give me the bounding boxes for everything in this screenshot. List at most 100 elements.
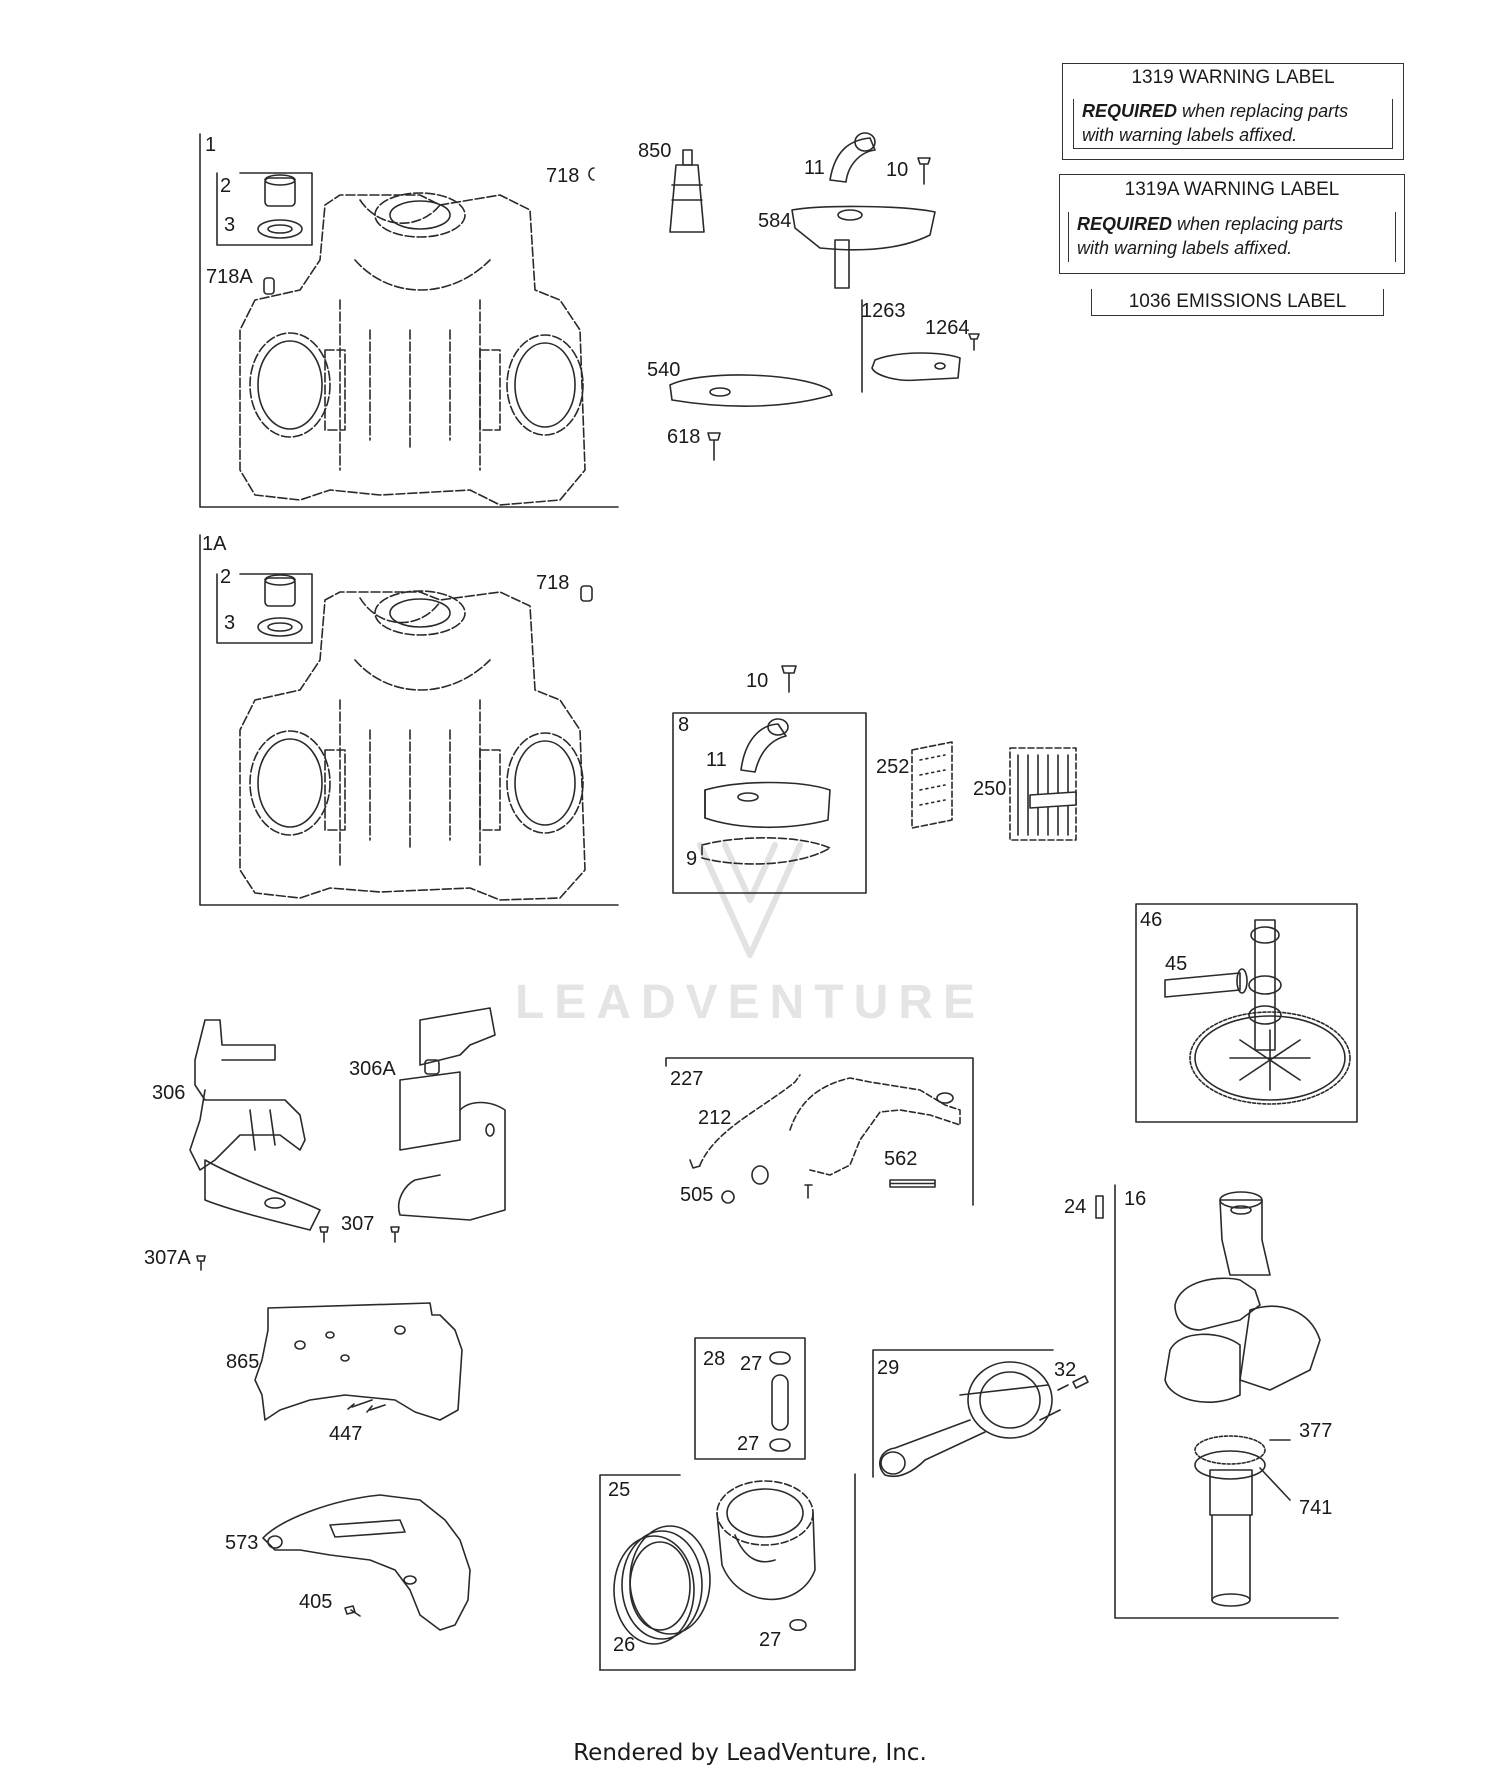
screw-1264-icon xyxy=(968,333,980,351)
label-part-227: 227 xyxy=(670,1068,704,1090)
label-part-306: 306 xyxy=(152,1082,186,1104)
warning-label-1319a-line1: when replacing parts xyxy=(1172,214,1344,234)
retaining-ring-27-icon xyxy=(789,1618,807,1632)
label-part-10: 10 xyxy=(886,159,909,181)
screw-32-icon xyxy=(1057,1375,1089,1391)
screw-307a-icon xyxy=(196,1255,206,1271)
label-part-377: 377 xyxy=(1299,1420,1333,1442)
key-24-icon xyxy=(1095,1195,1104,1219)
piston-pin-icon xyxy=(769,1351,791,1452)
warning-label-1319-title: 1319 WARNING LABEL xyxy=(1131,67,1335,88)
screw-447-icon xyxy=(347,1399,386,1413)
piston-rings-icon xyxy=(613,1525,711,1645)
cylinder-block-1-group xyxy=(199,133,619,508)
label-part-3: 3 xyxy=(224,214,236,236)
label-part-10b: 10 xyxy=(746,670,769,692)
label-part-1264: 1264 xyxy=(925,317,970,339)
label-part-741: 741 xyxy=(1299,1497,1333,1519)
label-part-618: 618 xyxy=(667,426,701,448)
label-part-24: 24 xyxy=(1064,1196,1087,1218)
bracket-1263-icon xyxy=(871,352,961,382)
label-part-447: 447 xyxy=(329,1423,363,1445)
label-part-2: 2 xyxy=(220,175,232,197)
label-part-718: 718 xyxy=(546,165,580,187)
warning-label-1319-box: 1319 WARNING LABEL REQUIRED when replaci… xyxy=(1062,63,1404,160)
label-part-306a: 306A xyxy=(349,1058,396,1080)
label-part-718a: 718A xyxy=(206,266,253,288)
watermark-text: LEADVENTURE xyxy=(514,976,986,1029)
label-part-505: 505 xyxy=(680,1184,714,1206)
connecting-rod-icon xyxy=(879,1361,1061,1478)
screw-icon xyxy=(917,157,931,185)
warning-label-1319a-title: 1319A WARNING LABEL xyxy=(1124,179,1340,200)
camshaft-gear-icon xyxy=(1164,919,1351,1105)
label-part-307: 307 xyxy=(341,1213,375,1235)
label-part-562: 562 xyxy=(884,1148,918,1170)
label-part-573: 573 xyxy=(225,1532,259,1554)
cylinder-baffle-306a-icon xyxy=(397,1007,506,1221)
warning-label-1319a-text: REQUIRED when replacing parts with warni… xyxy=(1068,212,1396,262)
screw-405-icon xyxy=(344,1605,361,1617)
governor-linkage-icon xyxy=(689,1074,961,1204)
cylinder-block-1-icon xyxy=(239,192,586,506)
screw-10b-icon xyxy=(781,665,797,693)
label-part-2b: 2 xyxy=(220,566,232,588)
label-part-1a: 1A xyxy=(202,533,227,555)
label-part-27a: 27 xyxy=(740,1353,763,1375)
cylinder-baffle-306-icon xyxy=(189,1019,321,1231)
label-part-865: 865 xyxy=(226,1351,260,1373)
label-part-212: 212 xyxy=(698,1107,732,1129)
screw-307b-icon xyxy=(390,1226,400,1243)
breather-tube-icon xyxy=(829,132,876,183)
label-part-252: 252 xyxy=(876,756,910,778)
crankshaft-icon xyxy=(1164,1191,1321,1607)
cylinder-baffle-573-icon xyxy=(262,1494,471,1631)
label-part-27b: 27 xyxy=(737,1433,760,1455)
breather-filter-250-icon xyxy=(1009,747,1077,841)
label-part-540: 540 xyxy=(647,359,681,381)
label-part-718b: 718 xyxy=(536,572,570,594)
screw-618-icon xyxy=(707,432,721,461)
emissions-label: 1036 EMISSIONS LABEL xyxy=(1091,289,1384,316)
label-part-584: 584 xyxy=(758,210,792,232)
screw-307-icon xyxy=(319,1226,329,1243)
cylinder-block-1a-group xyxy=(199,534,619,906)
label-part-29: 29 xyxy=(877,1357,900,1379)
warning-label-1319a-line2: with warning labels affixed. xyxy=(1077,238,1293,258)
label-part-11: 11 xyxy=(804,157,825,179)
breather-assembly-icon xyxy=(701,718,831,865)
label-part-45: 45 xyxy=(1165,953,1188,975)
warning-label-1319a-required: REQUIRED xyxy=(1077,214,1173,234)
label-part-26: 26 xyxy=(613,1634,636,1656)
label-part-8: 8 xyxy=(678,714,690,736)
breather-cover-icon xyxy=(791,205,936,289)
label-part-3b: 3 xyxy=(224,612,236,634)
warning-label-1319-text: REQUIRED when replacing parts with warni… xyxy=(1073,99,1393,149)
label-part-11b: 11 xyxy=(706,749,727,771)
label-part-25: 25 xyxy=(608,1479,631,1501)
footer-credit: Rendered by LeadVenture, Inc. xyxy=(573,1740,927,1766)
breather-filter-252-icon xyxy=(911,741,953,829)
label-part-850: 850 xyxy=(638,140,672,162)
warning-label-1319-line2: with warning labels affixed. xyxy=(1082,125,1298,145)
breather-gasket-icon xyxy=(669,374,833,407)
label-part-1263: 1263 xyxy=(861,300,906,322)
piston-icon xyxy=(716,1480,816,1601)
warning-label-1319a-box: 1319A WARNING LABEL REQUIRED when replac… xyxy=(1059,174,1405,274)
label-part-27c: 27 xyxy=(759,1629,782,1651)
label-part-250: 250 xyxy=(973,778,1007,800)
warning-label-1319-required: REQUIRED xyxy=(1082,101,1178,121)
label-part-28: 28 xyxy=(703,1348,726,1370)
cylinder-block-1a-icon xyxy=(239,590,586,901)
label-part-9: 9 xyxy=(686,848,698,870)
label-part-16: 16 xyxy=(1124,1188,1147,1210)
label-part-405: 405 xyxy=(299,1591,333,1613)
sealant-tube-icon xyxy=(669,149,705,233)
warning-label-1319-line1: when replacing parts xyxy=(1177,101,1349,121)
label-part-46: 46 xyxy=(1140,909,1163,931)
label-part-307a: 307A xyxy=(144,1247,191,1269)
cylinder-shield-865-icon xyxy=(254,1302,463,1421)
label-part-1: 1 xyxy=(205,134,217,156)
